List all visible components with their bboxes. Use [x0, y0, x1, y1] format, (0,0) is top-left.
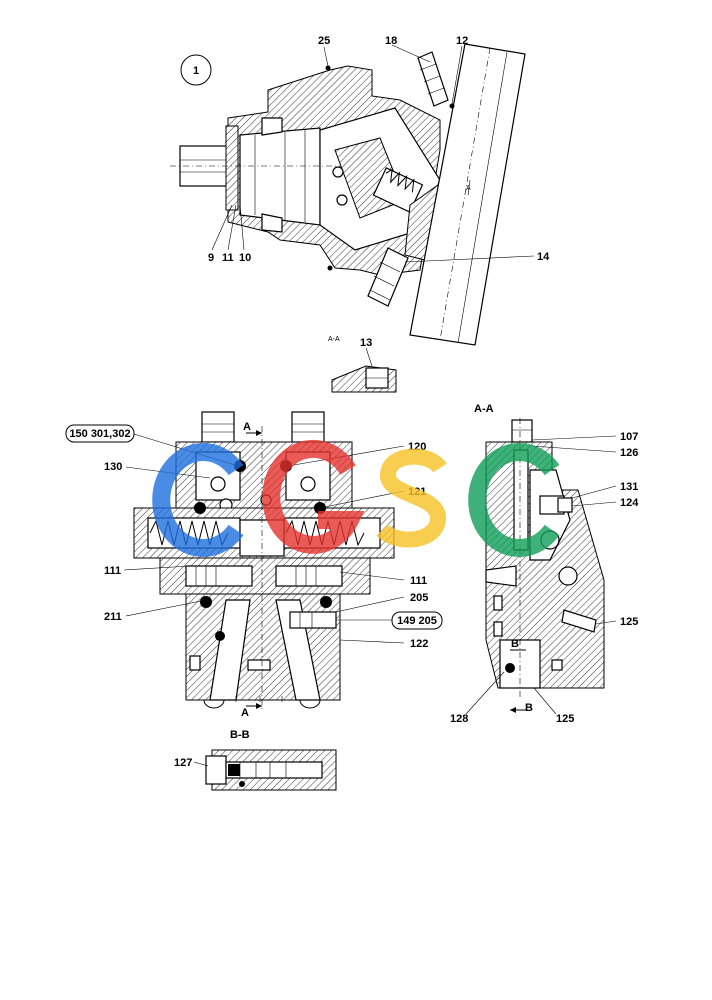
watermark-letter-c-blue: [152, 443, 244, 557]
fitting-18: [417, 51, 449, 107]
callout-25: 25: [318, 35, 330, 47]
watermark-letter-c-green: [468, 443, 560, 557]
callout-126: 126: [620, 447, 638, 459]
callout-125-lower: 125: [556, 713, 574, 725]
right-leaders: [465, 435, 617, 715]
port-dot: [194, 502, 206, 514]
section-mark-a-small: A: [466, 185, 471, 192]
bb-section-label: B-B: [230, 729, 250, 741]
callout-122: 122: [410, 638, 428, 650]
top-section-label: A-A: [328, 336, 340, 343]
cap-right: [291, 411, 325, 443]
plug-lower: [327, 265, 333, 271]
figure-number-badge: 1: [180, 54, 212, 86]
callout-125-upper: 125: [620, 616, 638, 628]
bearing-lower: [261, 213, 283, 233]
port-dot: [200, 596, 212, 608]
watermark-logo: [152, 439, 560, 557]
watermark-letter-g-red: [262, 439, 365, 554]
section-arrow-a-bottom: A: [241, 707, 249, 719]
callout-10: 10: [239, 252, 251, 264]
pump-side-view: A: [170, 43, 526, 346]
callout-127: 127: [174, 757, 192, 769]
callout-box-149: 149 205: [336, 611, 443, 630]
detail-13: [331, 365, 397, 393]
callout-111-right: 111: [410, 575, 427, 587]
callout-211: 211: [104, 611, 122, 623]
plug-12: [449, 103, 455, 109]
piston-spring: [372, 167, 424, 213]
shaft-seal: [225, 125, 239, 211]
watermark-letter-s-yellow: [376, 448, 447, 548]
section-arrow-b-top: B: [511, 638, 519, 650]
leader-127: [193, 761, 209, 767]
top-leaders: [211, 44, 535, 367]
regulator-front-view: [133, 411, 395, 712]
port-dot: [215, 631, 225, 641]
fitting-14: [367, 247, 409, 307]
section-bb-view: [205, 749, 337, 791]
callout-111-left: 111: [104, 565, 121, 577]
cap-left: [201, 411, 235, 443]
callout-18: 18: [385, 35, 397, 47]
piston-ball-upper: [332, 166, 344, 178]
callout-149: 149 205: [397, 615, 437, 627]
callout-131: 131: [620, 481, 638, 493]
callout-11: 11: [222, 252, 234, 264]
callout-13: 13: [360, 337, 372, 349]
end-cover: [409, 43, 526, 346]
callout-128: 128: [450, 713, 468, 725]
port-dot: [320, 596, 332, 608]
callout-130: 130: [104, 461, 122, 473]
figure-number: 1: [193, 65, 199, 77]
callout-12: 12: [456, 35, 468, 47]
callout-9: 9: [208, 252, 214, 264]
plug-25: [325, 65, 331, 71]
callout-107: 107: [620, 431, 638, 443]
valve-205: [289, 611, 337, 629]
callout-205: 205: [410, 592, 428, 604]
right-section-label: A-A: [474, 403, 494, 415]
bearing-upper: [261, 117, 283, 136]
section-arrow-b-bottom: B: [525, 702, 533, 714]
piston-ball-lower: [336, 194, 348, 206]
callout-14: 14: [537, 251, 550, 263]
callout-150: 150 301,302: [69, 428, 130, 440]
bearing-cavity: [239, 127, 321, 226]
section-aa-view: [485, 418, 605, 713]
callout-124: 124: [620, 497, 639, 509]
section-arrow-a-top: A: [243, 421, 251, 433]
